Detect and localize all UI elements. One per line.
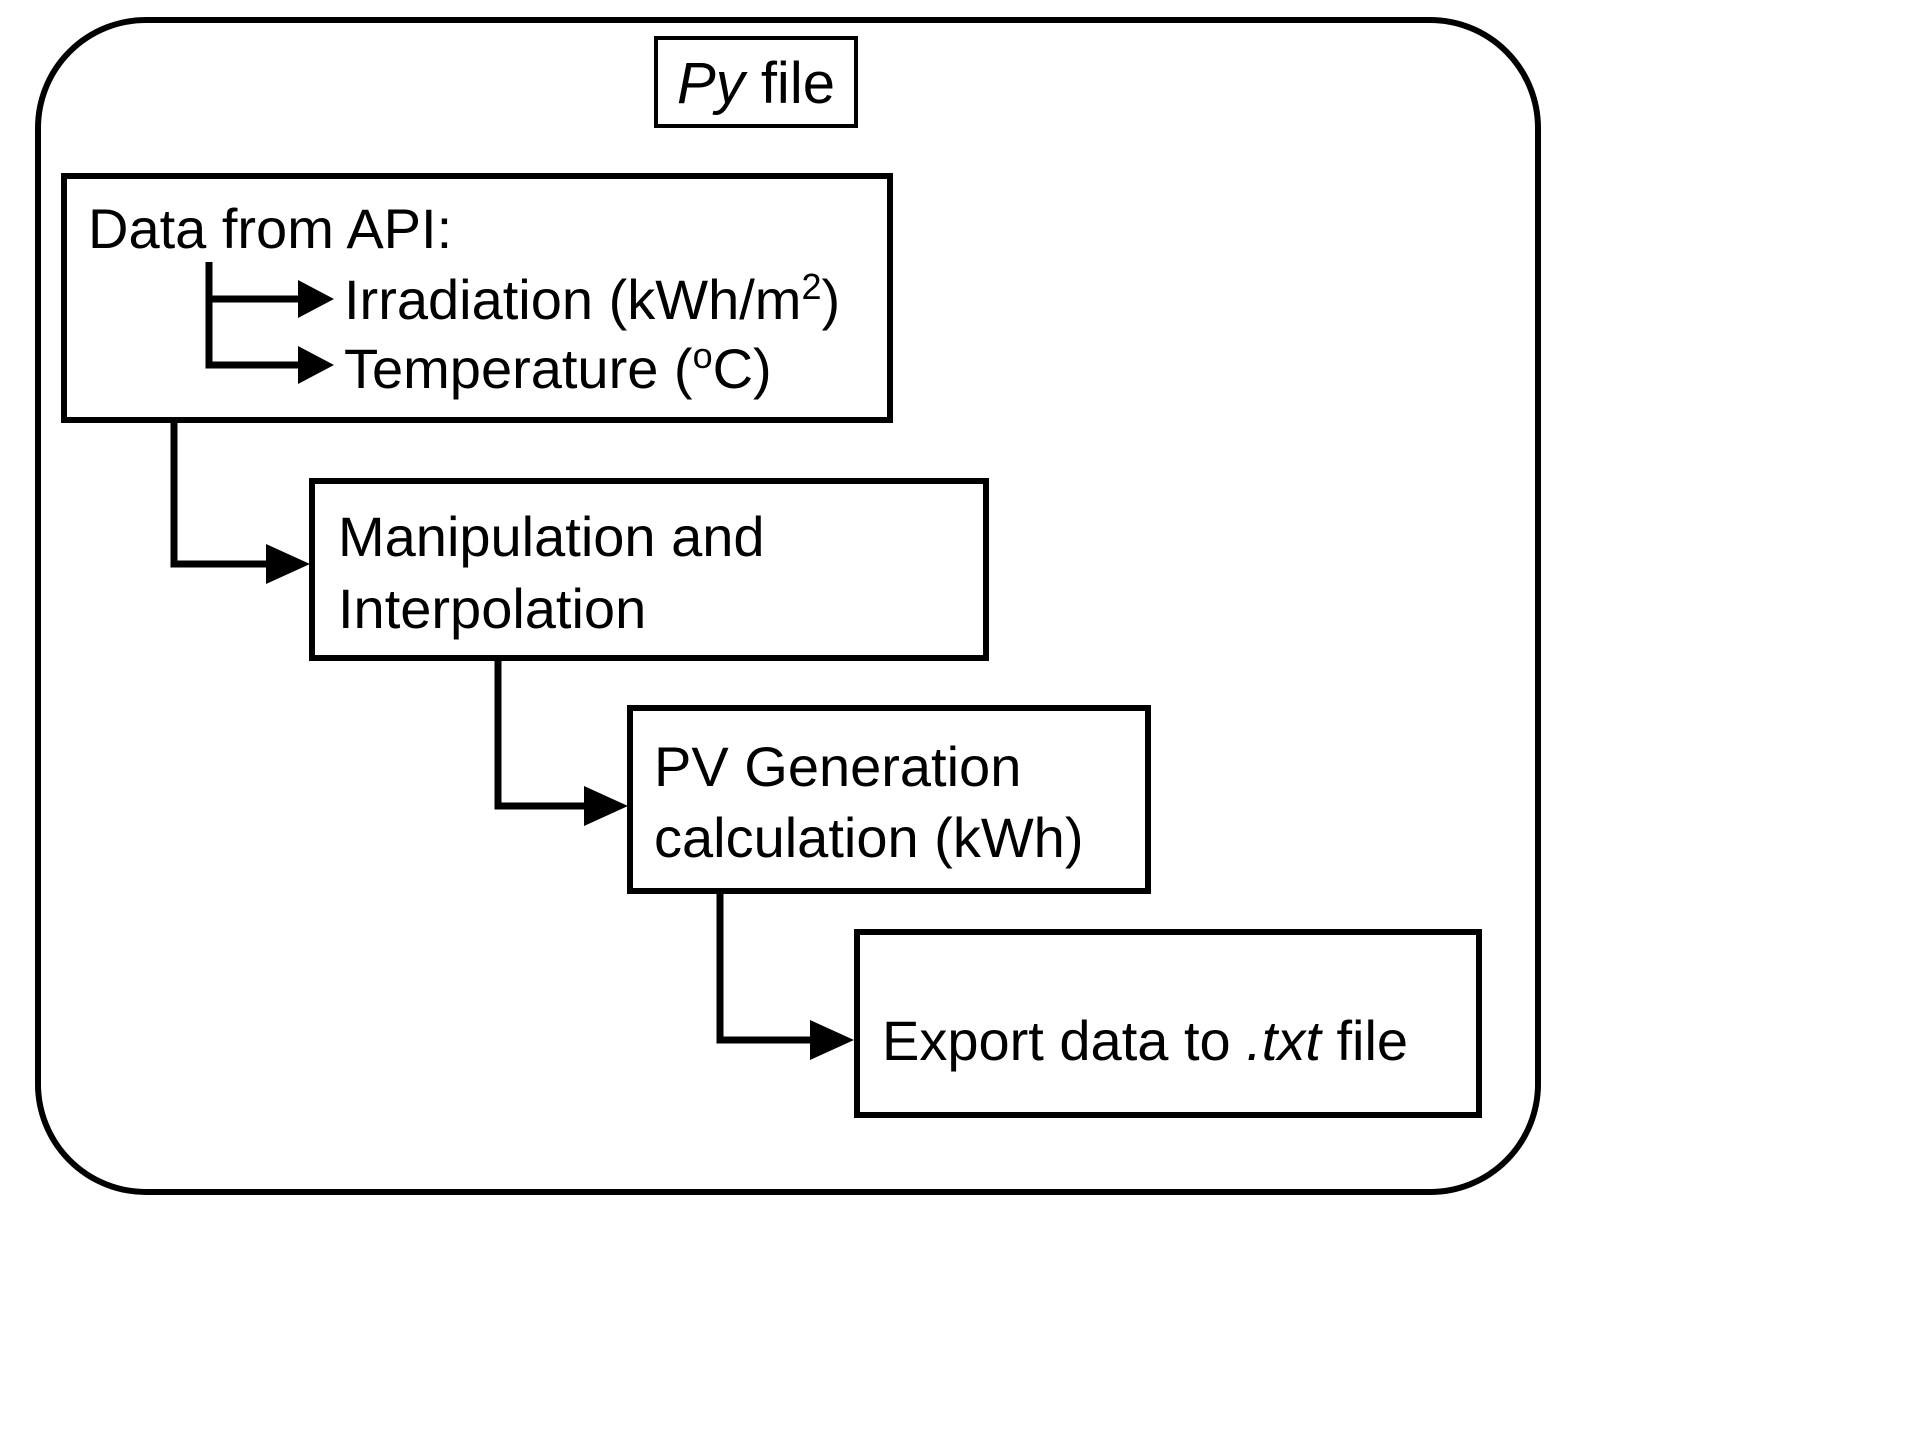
temperature-main: Temperature ( <box>344 337 693 400</box>
export-label-italic: .txt <box>1246 1009 1323 1072</box>
py-file-title-text: Py file <box>677 51 835 116</box>
edge-pv-to-export-arrow <box>810 1020 854 1060</box>
edge-manipulation-to-pv-arrow <box>584 786 628 826</box>
node-data-from-api-title: Data from API: <box>88 197 452 260</box>
branch-arrow-irradiation <box>298 280 334 318</box>
irradiation-sup: 2 <box>801 266 821 307</box>
temperature-sup: o <box>693 335 713 376</box>
node-pv-generation-line1: PV Generation <box>654 735 1021 798</box>
py-file-title-italic: Py <box>677 51 748 116</box>
node-pv-generation-line2: calculation (kWh) <box>654 806 1083 869</box>
branch-label-irradiation: Irradiation (kWh/m2) <box>344 266 840 331</box>
edge-pv-to-export <box>716 891 812 1044</box>
export-label-post: file <box>1321 1009 1408 1072</box>
temperature-tail: C) <box>713 337 772 400</box>
py-file-title-box <box>654 36 858 128</box>
edge-data-to-manipulation <box>170 420 268 568</box>
py-file-title-regular: file <box>745 51 835 116</box>
branch-stem <box>205 262 300 369</box>
node-manipulation-line1: Manipulation and <box>338 505 765 568</box>
export-label-pre: Export data to <box>882 1009 1246 1072</box>
node-data-from-api[interactable] <box>61 173 893 423</box>
node-manipulation[interactable] <box>309 478 989 661</box>
node-export-label: Export data to .txt file <box>882 1009 1408 1072</box>
node-manipulation-line2: Interpolation <box>338 577 646 640</box>
node-export[interactable] <box>854 929 1482 1118</box>
branch-arrow-temperature <box>298 346 334 384</box>
irradiation-tail: ) <box>821 268 840 331</box>
edge-data-to-manipulation-arrow <box>266 544 310 584</box>
irradiation-main: Irradiation (kWh/m <box>344 268 801 331</box>
branch-label-temperature: Temperature (oC) <box>344 335 772 400</box>
edge-manipulation-to-pv <box>494 658 586 810</box>
node-pv-generation[interactable] <box>627 705 1151 894</box>
